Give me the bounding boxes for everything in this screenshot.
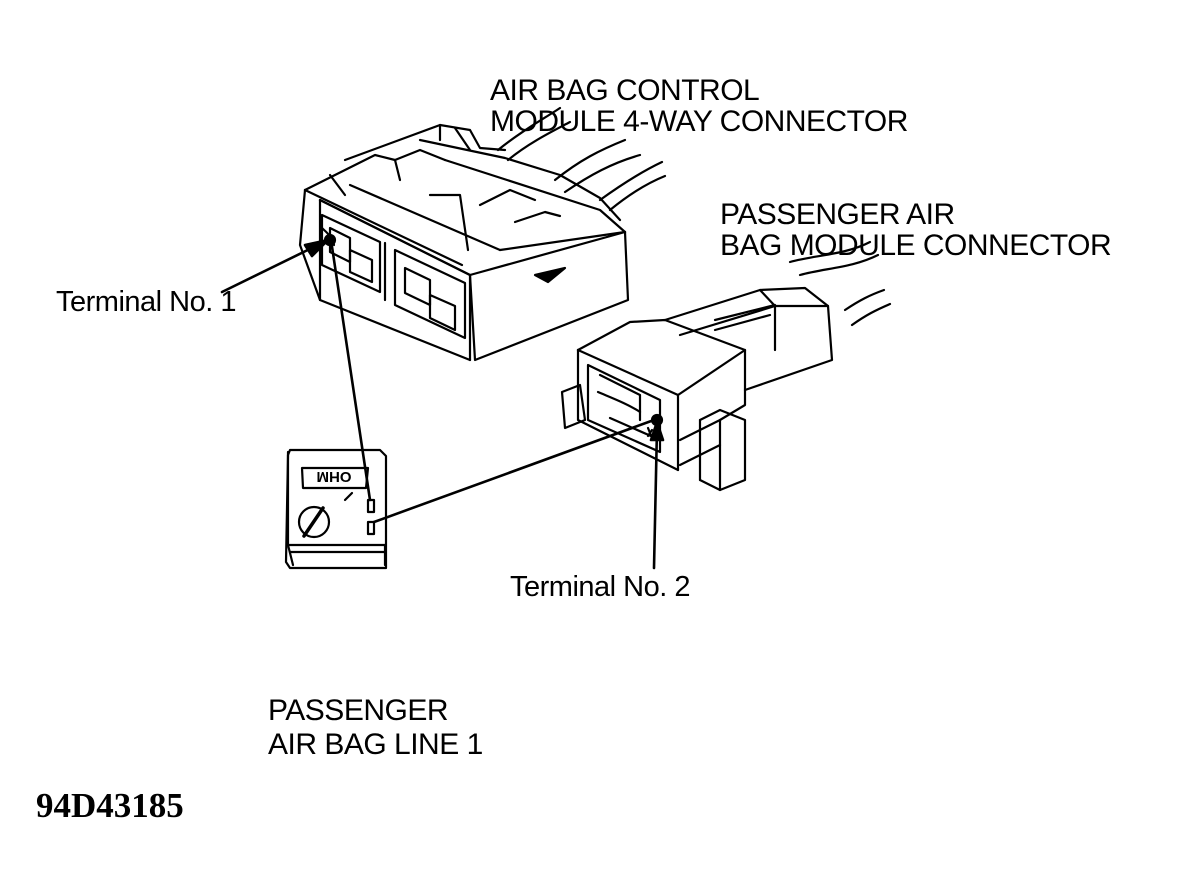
acm-connector-label-line2: MODULE 4-WAY CONNECTOR (490, 105, 908, 138)
caption-line2: AIR BAG LINE 1 (268, 728, 483, 761)
terminal-1-leader (220, 241, 324, 294)
figure-id: 94D43185 (36, 786, 184, 825)
terminal-1-arrowhead (303, 238, 330, 258)
terminal-2-label: Terminal No. 2 (510, 571, 690, 603)
acm-4way-connector (298, 106, 667, 362)
passenger-module-connector (560, 240, 892, 492)
passenger-connector-label-line2: BAG MODULE CONNECTOR (720, 229, 1112, 262)
passenger-connector-label-line1: PASSENGER AIR (720, 198, 955, 231)
meter-display-text: OHM (317, 468, 352, 485)
test-lead-1 (329, 238, 372, 502)
terminal-2-arrowhead (649, 420, 665, 442)
leaders (220, 238, 665, 570)
test-lead-2 (372, 418, 656, 524)
terminal-2-leader (652, 426, 659, 570)
acm-connector-label-line1: AIR BAG CONTROL (490, 74, 760, 107)
ohmmeter: OHM (284, 448, 388, 570)
caption-line1: PASSENGER (268, 694, 449, 727)
terminal-1-label: Terminal No. 1 (56, 286, 236, 318)
